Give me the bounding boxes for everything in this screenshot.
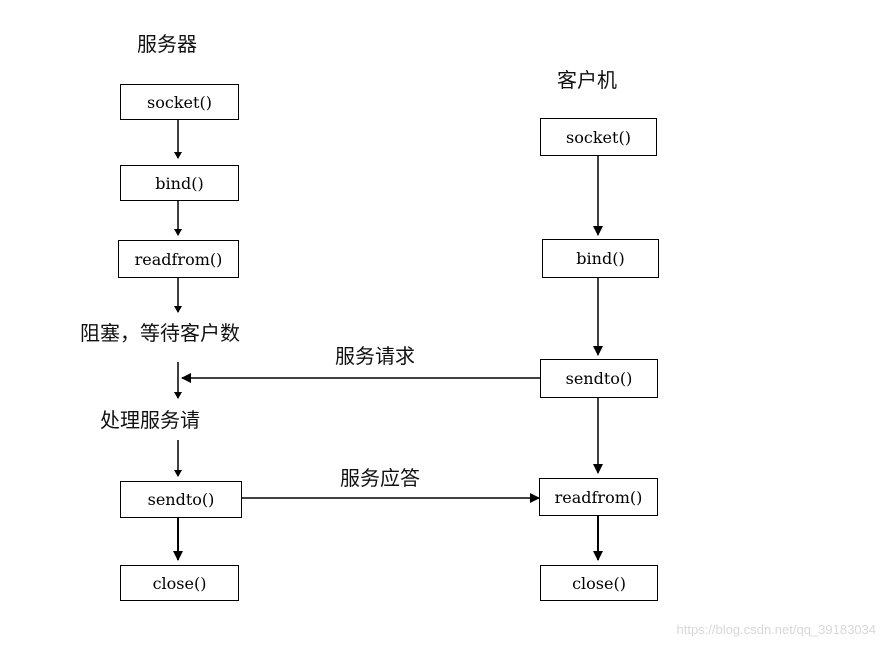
client-readfrom-box: readfrom(): [539, 478, 658, 516]
watermark-url: https://blog.csdn.net/qq_39183034: [676, 622, 877, 637]
server-close-box: close(): [120, 565, 239, 601]
request-label: 服务请求: [335, 344, 415, 368]
client-bind-box: bind(): [542, 239, 659, 278]
server-bind-box: bind(): [120, 165, 239, 201]
server-process-note: 处理服务请: [100, 408, 200, 432]
server-readfrom-box: readfrom(): [118, 240, 239, 278]
server-socket-box: socket(): [120, 84, 239, 120]
server-title: 服务器: [137, 32, 197, 56]
client-title: 客户机: [557, 68, 617, 92]
server-sendto-box: sendto(): [120, 481, 242, 518]
server-block-note: 阻塞，等待客户数: [80, 321, 240, 345]
client-sendto-box: sendto(): [540, 359, 658, 398]
client-close-box: close(): [540, 565, 658, 601]
client-socket-box: socket(): [540, 118, 657, 156]
response-label: 服务应答: [340, 466, 420, 490]
